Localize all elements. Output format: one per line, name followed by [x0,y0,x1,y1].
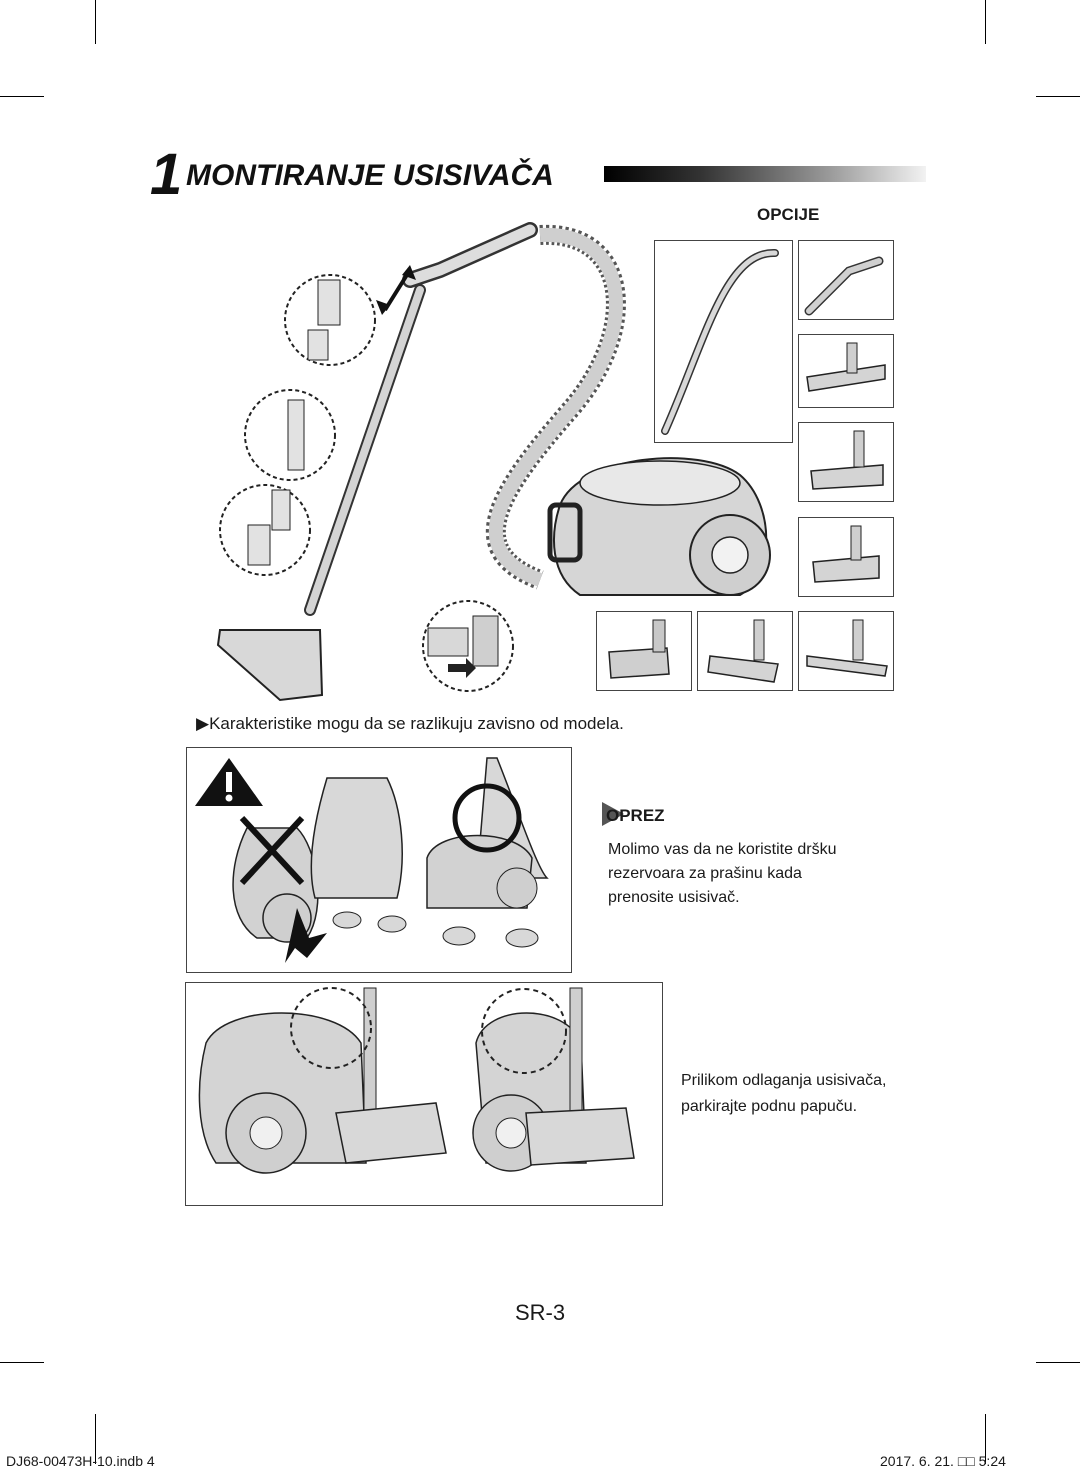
crop-mark [1036,96,1080,97]
options-label: OPCIJE [757,205,820,224]
accessory-parquet-brush [798,611,894,691]
caution-title: OPREZ [602,802,665,826]
crop-mark [985,0,986,44]
crop-mark [95,0,96,44]
accessory-floor-brush [798,334,894,408]
hose-connection-detail [422,600,514,692]
footer-file: DJ68-00473H-10.indb 4 [6,1453,155,1469]
arrow-right-icon: ▶ [196,714,210,733]
footer-date: 2017. 6. 21. □□ 5:24 [880,1453,1006,1469]
section-title: MONTIRANJE USISIVAČA [186,159,554,192]
cross-mark-icon [239,815,305,886]
vacuum-assembly-illustration [216,222,626,702]
section-number: 1 [150,142,183,207]
arrow-right-icon [448,658,476,678]
vacuum-body-illustration [547,457,771,596]
page-number: SR-3 [514,1300,566,1325]
warning-triangle-icon [195,758,263,806]
crop-mark [985,1414,986,1464]
caution-illustration [186,747,572,973]
crop-mark [95,1414,96,1464]
parking-text: Prilikom odlaganja usisivača, parkirajte… [681,1072,887,1115]
accessory-pipe [654,240,793,443]
model-note: ▶Karakteristike mogu da se razlikuju zav… [196,714,624,733]
heading-gradient-bar [604,166,926,182]
accessory-pet-brush [697,611,793,691]
crop-mark [0,96,44,97]
accessory-handle [798,240,894,320]
circle-ok-icon [452,783,522,853]
crop-mark [1036,1362,1080,1363]
accessory-turbo-brush [798,517,894,597]
caution-text: Molimo vas da ne koristite dršku rezervo… [608,841,837,906]
accessory-mini-turbo [596,611,692,691]
crop-mark [0,1362,44,1363]
accessory-nozzle [798,422,894,502]
parking-illustration [185,982,663,1206]
caution-arrow-icon [602,802,624,826]
